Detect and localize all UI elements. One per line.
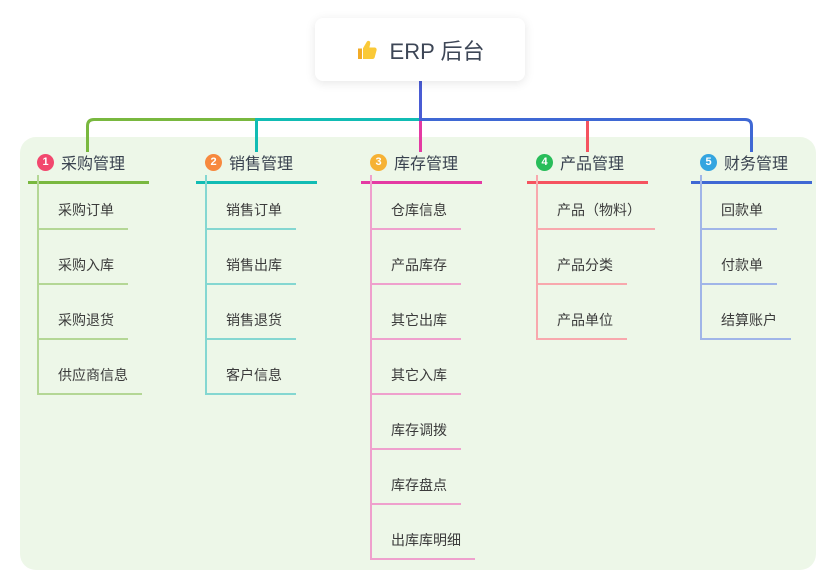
mindmap-item[interactable]: 付款单 bbox=[702, 230, 791, 285]
branch-badge: 2 bbox=[205, 153, 222, 171]
branch-badge: 1 bbox=[37, 153, 54, 171]
item-label: 采购入库 bbox=[39, 255, 128, 285]
mindmap-item[interactable]: 销售退货 bbox=[207, 285, 296, 340]
mindmap-item[interactable]: 库存调拨 bbox=[372, 395, 475, 450]
mindmap-item[interactable]: 采购入库 bbox=[39, 230, 142, 285]
item-label: 仓库信息 bbox=[372, 200, 461, 230]
mindmap-item[interactable]: 客户信息 bbox=[207, 340, 296, 395]
item-label: 出库库明细 bbox=[372, 530, 475, 560]
mindmap-item[interactable]: 其它入库 bbox=[372, 340, 475, 395]
item-label: 付款单 bbox=[702, 255, 777, 285]
branch-header-inventory[interactable]: 3 库存管理 bbox=[361, 146, 482, 184]
branch-label: 产品管理 bbox=[560, 156, 625, 173]
item-label: 客户信息 bbox=[207, 365, 296, 395]
item-label: 采购退货 bbox=[39, 310, 128, 340]
mindmap-item[interactable]: 回款单 bbox=[702, 175, 791, 230]
item-label: 产品单位 bbox=[538, 310, 627, 340]
mindmap-item[interactable]: 仓库信息 bbox=[372, 175, 475, 230]
branch-badge: 3 bbox=[370, 153, 387, 171]
branch-items-inventory: 仓库信息 产品库存 其它出库 其它入库 库存调拨 库存盘点 出库库明细 bbox=[370, 175, 475, 560]
item-label: 库存盘点 bbox=[372, 475, 461, 505]
branch-badge: 5 bbox=[700, 153, 717, 171]
mindmap-item[interactable]: 其它出库 bbox=[372, 285, 475, 340]
item-label: 结算账户 bbox=[702, 310, 791, 340]
branch-items-sales: 销售订单 销售出库 销售退货 客户信息 bbox=[205, 175, 296, 395]
item-label: 供应商信息 bbox=[39, 365, 142, 395]
mindmap-item[interactable]: 销售订单 bbox=[207, 175, 296, 230]
branch-items-purchase: 采购订单 采购入库 采购退货 供应商信息 bbox=[37, 175, 142, 395]
branch-header-finance[interactable]: 5 财务管理 bbox=[691, 146, 812, 184]
branch-label: 采购管理 bbox=[61, 156, 126, 173]
branch-badge: 4 bbox=[536, 153, 553, 171]
item-label: 产品分类 bbox=[538, 255, 627, 285]
branch-items-finance: 回款单 付款单 结算账户 bbox=[700, 175, 791, 340]
branch-label: 销售管理 bbox=[229, 156, 294, 173]
branch-label: 库存管理 bbox=[394, 156, 459, 173]
item-label: 销售出库 bbox=[207, 255, 296, 285]
item-label: 销售退货 bbox=[207, 310, 296, 340]
item-label: 其它入库 bbox=[372, 365, 461, 395]
mindmap-item[interactable]: 销售出库 bbox=[207, 230, 296, 285]
branch-items-product: 产品（物料） 产品分类 产品单位 bbox=[536, 175, 655, 340]
mindmap-item[interactable]: 库存盘点 bbox=[372, 450, 475, 505]
mindmap-item[interactable]: 出库库明细 bbox=[372, 505, 475, 560]
mindmap-item[interactable]: 采购退货 bbox=[39, 285, 142, 340]
mindmap-item[interactable]: 采购订单 bbox=[39, 175, 142, 230]
branch-header-product[interactable]: 4 产品管理 bbox=[527, 146, 648, 184]
item-label: 回款单 bbox=[702, 200, 777, 230]
mindmap-item[interactable]: 产品分类 bbox=[538, 230, 655, 285]
mindmap-item[interactable]: 产品库存 bbox=[372, 230, 475, 285]
mindmap-item[interactable]: 结算账户 bbox=[702, 285, 791, 340]
mindmap-item[interactable]: 产品（物料） bbox=[538, 175, 655, 230]
item-label: 库存调拨 bbox=[372, 420, 461, 450]
root-node[interactable]: ERP 后台 bbox=[315, 18, 525, 81]
item-label: 产品库存 bbox=[372, 255, 461, 285]
branch-label: 财务管理 bbox=[724, 156, 789, 173]
item-label: 产品（物料） bbox=[538, 200, 655, 230]
item-label: 采购订单 bbox=[39, 200, 128, 230]
branch-header-sales[interactable]: 2 销售管理 bbox=[196, 146, 317, 184]
mindmap-item[interactable]: 供应商信息 bbox=[39, 340, 142, 395]
branch-header-purchase[interactable]: 1 采购管理 bbox=[28, 146, 149, 184]
thumbs-up-icon bbox=[356, 38, 380, 62]
mindmap-item[interactable]: 产品单位 bbox=[538, 285, 655, 340]
item-label: 其它出库 bbox=[372, 310, 461, 340]
branches-panel bbox=[20, 137, 816, 570]
item-label: 销售订单 bbox=[207, 200, 296, 230]
root-label: ERP 后台 bbox=[389, 38, 485, 64]
